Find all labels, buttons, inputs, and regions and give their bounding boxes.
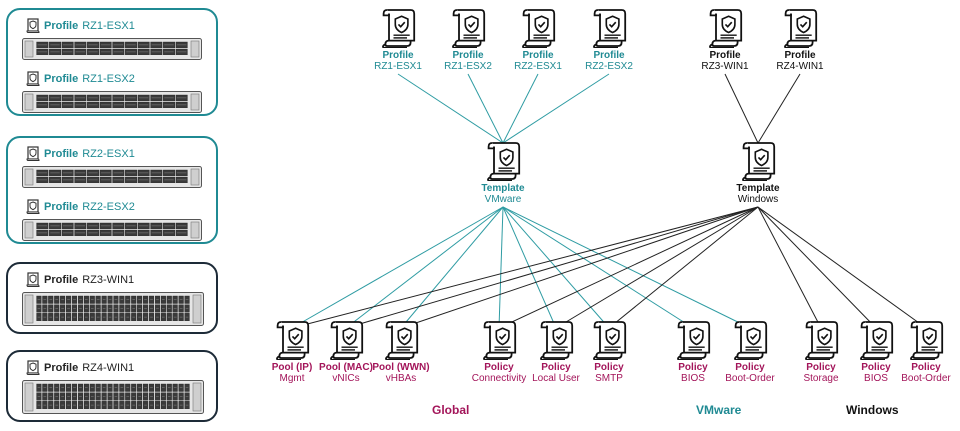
template-policy-wire <box>757 206 822 329</box>
rack-server-2u <box>22 292 204 326</box>
rack-server-1u <box>22 166 202 188</box>
template-policy-wire <box>291 206 504 329</box>
policy-scroll-icon <box>668 320 718 360</box>
profile-icon <box>26 146 40 162</box>
template-policy-wire <box>498 206 759 329</box>
template-policy-wire <box>502 206 694 329</box>
profile-scroll-icon <box>580 8 638 48</box>
template-policy-wire <box>498 206 504 329</box>
template-policy-wire <box>555 206 759 329</box>
policy-scroll-icon <box>264 320 320 360</box>
template-scroll-icon <box>472 141 534 181</box>
template-policy-wire <box>400 206 504 329</box>
group-label-windows: Windows <box>846 403 899 417</box>
profile-icon <box>26 18 40 34</box>
profile-icon <box>26 71 40 87</box>
policy-node-pool-mac: Pool (MAC)vNICs <box>317 320 375 384</box>
profile-icon <box>26 272 40 288</box>
rack-server-1u <box>22 219 202 241</box>
profile-icon <box>26 360 40 376</box>
policy-scroll-icon <box>317 320 375 360</box>
template-policy-wire <box>608 206 759 329</box>
policy-scroll-icon <box>850 320 902 360</box>
profile-scroll-icon <box>439 8 497 48</box>
group-label-vmware: VMware <box>696 403 742 417</box>
policy-node-pool-wwn: Pool (WWN)vHBAs <box>371 320 431 384</box>
profile-scroll-icon <box>696 8 754 48</box>
policy-scroll-icon <box>896 320 956 360</box>
policy-scroll-icon <box>466 320 532 360</box>
template-policy-wire <box>502 206 751 329</box>
profile-template-wire <box>502 73 539 144</box>
template-policy-wire <box>345 206 759 329</box>
rack-server-1u <box>22 91 202 113</box>
template-policy-wire <box>502 206 610 329</box>
policy-scroll-icon <box>794 320 848 360</box>
profile-scroll-icon <box>369 8 427 48</box>
policy-scroll-icon <box>720 320 780 360</box>
policy-scroll-icon <box>584 320 634 360</box>
template-policy-wire <box>502 206 557 329</box>
rack-server-1u <box>22 38 202 60</box>
profile-template-wire <box>724 73 759 144</box>
profile-scroll-icon <box>509 8 567 48</box>
profile-icon <box>26 199 40 215</box>
rack-server-2u <box>22 380 204 414</box>
template-policy-wire <box>757 206 877 329</box>
profile-scroll-icon <box>771 8 829 48</box>
group-label-global: Global <box>432 403 470 417</box>
profile-template-wire <box>397 73 504 144</box>
profile-template-wire <box>757 73 801 144</box>
template-scroll-icon <box>727 141 789 181</box>
template-policy-wire <box>400 206 759 329</box>
policy-scroll-icon <box>526 320 586 360</box>
template-policy-wire <box>345 206 504 329</box>
template-policy-wire <box>757 206 927 329</box>
template-policy-wire <box>291 206 759 329</box>
profile-template-wire <box>502 73 610 144</box>
policy-node-pool-ip: Pool (IP)Mgmt <box>264 320 320 384</box>
policy-scroll-icon <box>371 320 431 360</box>
profile-template-wire <box>467 73 504 144</box>
